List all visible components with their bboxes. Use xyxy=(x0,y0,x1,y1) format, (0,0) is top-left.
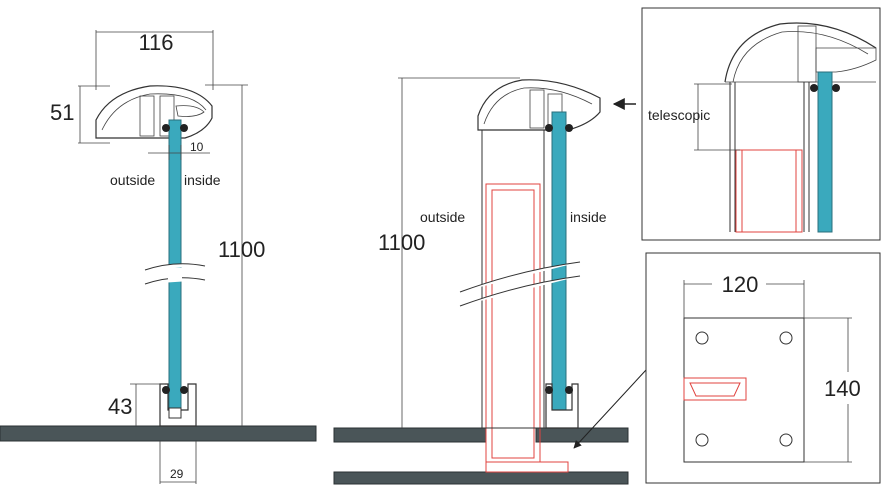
middle-section-view: 1100 outside inside xyxy=(333,77,647,485)
dim-base-height-43: 43 xyxy=(108,394,132,419)
dim-glass-offset-10: 10 xyxy=(190,140,204,154)
plate-hole-top-right xyxy=(779,331,793,345)
label-telescopic: telescopic xyxy=(648,107,710,123)
glass-detail xyxy=(817,71,833,233)
gasket-top-left xyxy=(162,124,170,132)
dim-base-width-29: 29 xyxy=(170,467,184,481)
handrail-profile-mid xyxy=(477,79,601,131)
post-socket-mid xyxy=(485,183,569,473)
floor-slab-left xyxy=(0,425,317,442)
dim-height-1100-mid: 1100 xyxy=(378,230,425,255)
dim-height-1100-left: 1100 xyxy=(218,237,265,262)
base-profile-mid xyxy=(545,383,579,429)
dim-height-51: 51 xyxy=(50,100,74,125)
dim-plate-width-120: 120 xyxy=(722,272,759,297)
plate-hole-bottom-right xyxy=(779,433,793,447)
plate-hole-top-left xyxy=(695,331,709,345)
floor-slab-mid-left xyxy=(333,427,487,443)
detail-base-plate: 120 140 xyxy=(645,252,881,484)
label-outside-mid: outside xyxy=(420,209,465,225)
label-inside-left: inside xyxy=(184,172,221,188)
detail-telescopic-frame xyxy=(641,7,881,241)
plate-hole-bottom-left xyxy=(695,433,709,447)
left-section-view: 116 51 10 outside inside xyxy=(0,30,317,484)
base-profile-left xyxy=(159,383,197,427)
dim-width-116: 116 xyxy=(138,30,173,55)
gasket-top-right xyxy=(180,124,188,132)
glass-panel-mid xyxy=(551,111,567,411)
label-outside-left: outside xyxy=(110,172,155,188)
floor-slab-mid-right xyxy=(535,427,629,443)
plate-post-slot xyxy=(683,377,747,401)
handrail-profile-left xyxy=(95,85,213,139)
dim-plate-height-140: 140 xyxy=(824,376,861,401)
floor-slab-mid-bottom xyxy=(333,471,629,485)
detail-telescopic: telescopic xyxy=(641,7,881,241)
arrow-to-detail-plate xyxy=(573,369,647,449)
label-inside-mid: inside xyxy=(570,209,607,225)
